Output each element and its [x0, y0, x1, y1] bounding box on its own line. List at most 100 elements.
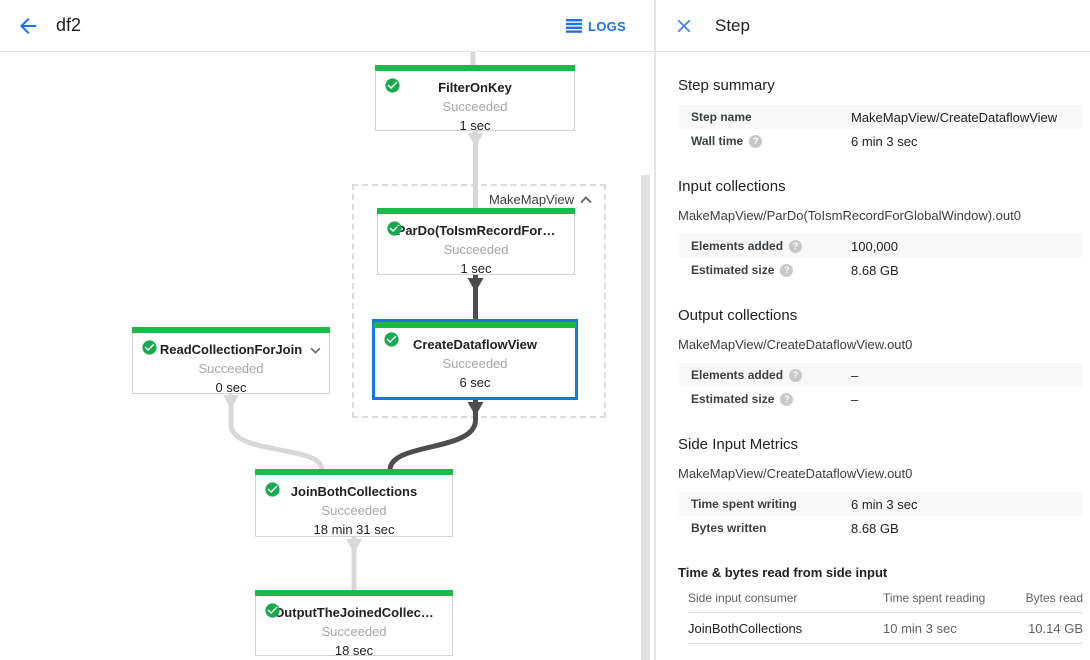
back-arrow-icon[interactable]: [16, 14, 40, 38]
output-collections-heading: Output collections: [678, 307, 798, 324]
kv-value: 100,000: [851, 238, 898, 254]
app-header: df2 LOGS: [0, 0, 654, 52]
graph-node-filteronkey[interactable]: FilterOnKey Succeeded 1 sec: [375, 65, 575, 133]
kv-label: Elements added: [691, 239, 784, 253]
cell-time: 10 min 3 sec: [883, 620, 957, 636]
node-time: 0 sec: [215, 380, 247, 395]
node-time: 18 min 31 sec: [313, 522, 395, 537]
column-header-consumer: Side input consumer: [688, 591, 798, 605]
group-label: MakeMapView: [488, 192, 574, 207]
column-header-time: Time spent reading: [883, 591, 986, 605]
node-status: Succeeded: [198, 361, 264, 376]
panel-header: Step: [656, 0, 1090, 52]
help-icon[interactable]: [789, 239, 803, 253]
kv-row: Estimated size –: [679, 387, 1082, 411]
kv-row: Time spent writing 6 min 3 sec: [679, 492, 1082, 516]
output-collection-name: MakeMapView/CreateDataflowView.out0: [678, 337, 913, 352]
chevron-up-icon: [580, 195, 592, 203]
kv-value: 8.68 GB: [851, 262, 899, 278]
input-collection-name: MakeMapView/ParDo(ToIsmRecordForGlobalWi…: [678, 208, 1021, 223]
step-summary-heading: Step summary: [678, 77, 775, 94]
node-status: Succeeded: [442, 99, 508, 114]
node-status: Succeeded: [321, 624, 387, 639]
kv-row: Bytes written 8.68 GB: [679, 516, 1082, 540]
node-status-bar: [255, 469, 453, 475]
kv-label: Estimated size: [691, 263, 775, 277]
check-circle-icon: [386, 220, 403, 237]
close-icon[interactable]: [673, 15, 695, 37]
node-title: OutputTheJoinedCollec…: [274, 605, 434, 620]
kv-label: Time spent writing: [691, 497, 797, 511]
side-input-table: Side input consumer Time spent reading B…: [688, 584, 1083, 644]
logs-button[interactable]: LOGS: [565, 0, 626, 52]
column-header-bytes: Bytes read: [1025, 591, 1083, 605]
kv-row: Elements added 100,000: [679, 234, 1082, 258]
graph-scrollbar[interactable]: [641, 175, 650, 660]
kv-value: 6 min 3 sec: [851, 496, 918, 512]
kv-label: Bytes written: [691, 521, 767, 535]
help-icon[interactable]: [789, 368, 803, 382]
graph-node-outputthejoined[interactable]: OutputTheJoinedCollec… Succeeded 18 sec: [255, 590, 453, 658]
node-status-bar: [132, 327, 330, 333]
node-title: JoinBothCollections: [290, 484, 418, 499]
node-status-bar: [375, 65, 575, 71]
group-header[interactable]: MakeMapView: [486, 192, 594, 207]
chevron-down-icon[interactable]: [310, 341, 321, 359]
node-status-bar: [374, 322, 576, 328]
side-input-table-heading: Time & bytes read from side input: [678, 565, 888, 580]
logs-icon: [565, 19, 582, 33]
input-collections-rows: Elements added 100,000 Estimated size 8.…: [679, 234, 1082, 282]
logs-label: LOGS: [587, 18, 626, 34]
node-time: 18 sec: [334, 643, 374, 658]
kv-value: MakeMapView/CreateDataflowView: [851, 109, 1058, 125]
job-title: df2: [56, 15, 82, 35]
graph-node-pardo-toismrecord[interactable]: ParDo(ToIsmRecordFor… Succeeded 1 sec: [377, 208, 575, 276]
node-status: Succeeded: [442, 356, 508, 371]
step-detail-panel: Step Step summary Step name MakeMapView/…: [654, 0, 1090, 660]
output-collections-rows: Elements added – Estimated size –: [679, 363, 1082, 411]
kv-value: 8.68 GB: [851, 520, 899, 536]
node-time: 6 sec: [459, 375, 491, 390]
kv-row: Estimated size 8.68 GB: [679, 258, 1082, 282]
panel-body: Step summary Step name MakeMapView/Creat…: [656, 77, 1090, 644]
step-summary-rows: Step name MakeMapView/CreateDataflowView…: [679, 105, 1082, 153]
kv-label: Elements added: [691, 368, 784, 382]
kv-value: 6 min 3 sec: [851, 133, 918, 149]
cell-bytes: 10.14 GB: [1028, 620, 1083, 636]
help-icon[interactable]: [749, 134, 763, 148]
kv-row: Step name MakeMapView/CreateDataflowView: [679, 105, 1082, 129]
help-icon[interactable]: [780, 392, 794, 406]
pipeline-graph-panel: df2 LOGS MakeMapView: [0, 0, 654, 660]
input-collections-heading: Input collections: [678, 178, 786, 195]
graph-node-joinbothcollections[interactable]: JoinBothCollections Succeeded 18 min 31 …: [255, 469, 453, 537]
check-circle-icon: [384, 77, 401, 94]
node-time: 1 sec: [460, 261, 492, 276]
side-input-metrics-heading: Side Input Metrics: [678, 436, 799, 453]
check-circle-icon: [264, 602, 281, 619]
node-title: FilterOnKey: [438, 80, 512, 95]
node-title: CreateDataflowView: [412, 337, 538, 352]
node-title: ReadCollectionForJoin: [159, 342, 303, 357]
kv-row: Elements added –: [679, 363, 1082, 387]
graph-edges: [223, 52, 484, 591]
node-title: ParDo(ToIsmRecordFor…: [396, 223, 556, 238]
kv-value: –: [851, 367, 859, 383]
side-input-table-header: Side input consumer Time spent reading B…: [688, 584, 1083, 613]
side-input-collection-name: MakeMapView/CreateDataflowView.out0: [678, 466, 913, 481]
node-status-bar: [377, 208, 575, 214]
kv-label: Wall time: [691, 134, 744, 148]
help-icon[interactable]: [780, 263, 794, 277]
check-circle-icon: [141, 339, 158, 356]
graph-node-readcollectionforjoin[interactable]: ReadCollectionForJoin Succeeded 0 sec: [132, 327, 330, 395]
node-status: Succeeded: [321, 503, 387, 518]
node-status: Succeeded: [443, 242, 509, 257]
kv-label: Step name: [691, 110, 752, 124]
node-time: 1 sec: [459, 118, 491, 133]
check-circle-icon: [264, 481, 281, 498]
kv-value: –: [851, 391, 859, 407]
panel-title: Step: [715, 15, 750, 35]
graph-node-createdataflowview-selected[interactable]: CreateDataflowView Succeeded 6 sec: [372, 319, 578, 400]
check-circle-icon: [383, 331, 400, 348]
makemapview-group: MakeMapView: [352, 184, 606, 418]
cell-consumer: JoinBothCollections: [688, 620, 803, 636]
